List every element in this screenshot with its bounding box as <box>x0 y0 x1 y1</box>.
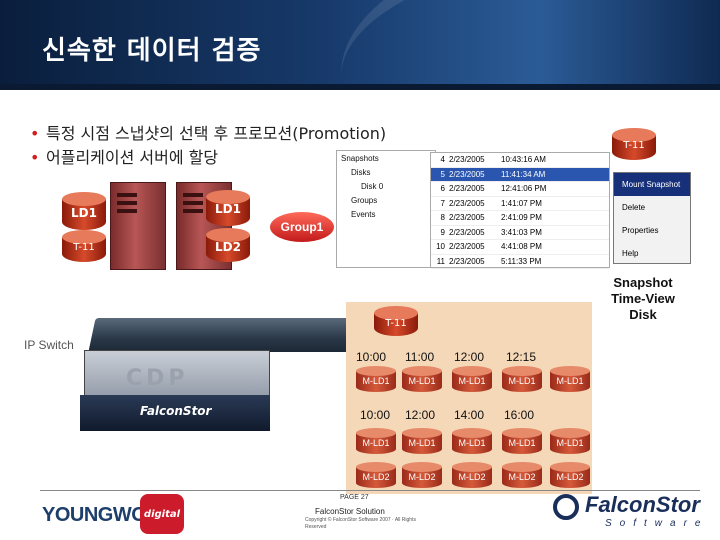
time-label: 10:00 <box>360 408 391 422</box>
disk-label: T-11 <box>73 242 95 253</box>
time-label: 12:15 <box>506 350 537 364</box>
bullet-text: 특정 시점 스냅샷의 선택 후 프로모션(Promotion) <box>46 124 387 143</box>
tree-item[interactable]: Snapshots <box>341 153 379 163</box>
falconstor-logo: FalconStor <box>585 492 700 517</box>
footer-copyright: Copyright © FalconStor Software 2007 · A… <box>305 517 416 530</box>
timeview-disk[interactable]: M-LD1 <box>452 428 492 454</box>
timeview-disk[interactable]: M-LD2 <box>550 462 590 488</box>
timeview-disk[interactable]: M-LD1 <box>550 366 590 392</box>
menu-item-help[interactable]: Help <box>622 249 639 258</box>
timeview-disk[interactable]: M-LD1 <box>502 366 542 392</box>
time-label: 12:00 <box>454 350 485 364</box>
context-menu: Mount Snapshot Delete Properties Help <box>613 172 691 264</box>
menu-item-mount-snapshot[interactable]: Mount Snapshot <box>614 173 690 196</box>
timeview-disk[interactable]: M-LD2 <box>402 462 442 488</box>
time-label: 10:00 <box>356 350 387 364</box>
timeview-disk[interactable]: M-LD2 <box>502 462 542 488</box>
menu-item-properties[interactable]: Properties <box>622 226 659 235</box>
timeview-disk[interactable]: M-LD1 <box>356 366 396 392</box>
timeview-disk[interactable]: M-LD1 <box>402 366 442 392</box>
slide-title: 신속한 데이터 검증 <box>42 36 262 66</box>
tree-item[interactable]: Events <box>351 209 376 219</box>
bullet-dot-icon: • <box>30 124 40 143</box>
disk-ld1-left: LD1 <box>62 192 106 230</box>
time-label: 16:00 <box>504 408 535 422</box>
bullet-list: • 특정 시점 스냅샷의 선택 후 프로모션(Promotion) • 어플리케이션… <box>30 122 386 170</box>
cdp-label: CDP <box>126 366 189 391</box>
footer-solution: FalconStor Solution <box>315 507 385 516</box>
timeview-disk[interactable]: M-LD1 <box>452 366 492 392</box>
youngwoo-logo: YOUNGWOO <box>42 504 162 526</box>
page-number: PAGE 27 <box>340 494 369 501</box>
disk-t11-left: T-11 <box>62 230 106 262</box>
timeview-disk[interactable]: M-LD2 <box>452 462 492 488</box>
cdp-front-panel <box>80 395 270 431</box>
bullet-item: • 특정 시점 스냅샷의 선택 후 프로모션(Promotion) <box>30 122 386 146</box>
disk-label: LD1 <box>215 202 241 216</box>
disk-label: LD2 <box>215 240 241 254</box>
disk-ld1-right: LD1 <box>206 190 250 226</box>
bullet-dot-icon: • <box>30 148 40 167</box>
app-server-left <box>110 182 166 270</box>
timeview-disk[interactable]: M-LD1 <box>502 428 542 454</box>
footer-divider <box>40 490 700 491</box>
disk-label: LD1 <box>71 206 97 220</box>
header-swoosh <box>326 0 720 90</box>
time-label: 11:00 <box>405 350 435 364</box>
falconstor-subtitle: Software <box>605 518 709 529</box>
disk-t11-panel: T-11 <box>374 306 418 336</box>
timeview-disk[interactable]: M-LD1 <box>402 428 442 454</box>
disk-t11-top: T-11 <box>612 128 656 160</box>
ip-switch-label: IP Switch <box>24 338 74 352</box>
snapshot-note: Snapshot Time-View Disk <box>611 275 675 322</box>
disk-label: T-11 <box>385 318 407 329</box>
cdp-brand: FalconStor <box>140 404 212 418</box>
group1-badge: Group1 <box>270 212 334 242</box>
time-label: 12:00 <box>405 408 436 422</box>
timeview-disk[interactable]: M-LD1 <box>356 428 396 454</box>
youngwoo-digital-logo: digital <box>140 494 184 534</box>
slide-header: 신속한 데이터 검증 <box>0 0 720 90</box>
bullet-item: • 어플리케이션 서버에 할당 <box>30 146 386 170</box>
tree-item[interactable]: Groups <box>351 195 378 205</box>
timeview-disk[interactable]: M-LD1 <box>550 428 590 454</box>
explorer-tree: Snapshots Disks Disk 0 Groups Events <box>336 150 436 268</box>
tree-item[interactable]: Disk 0 <box>361 181 384 191</box>
falconstor-mark-icon <box>553 494 579 520</box>
time-label: 14:00 <box>454 408 485 422</box>
ip-switch <box>88 318 356 352</box>
timeview-disk[interactable]: M-LD2 <box>356 462 396 488</box>
disk-label: T-11 <box>623 140 645 151</box>
disk-ld2-right: LD2 <box>206 228 250 262</box>
menu-item-delete[interactable]: Delete <box>622 203 646 212</box>
bullet-text: 어플리케이션 서버에 할당 <box>46 148 219 167</box>
tree-item[interactable]: Disks <box>351 167 371 177</box>
